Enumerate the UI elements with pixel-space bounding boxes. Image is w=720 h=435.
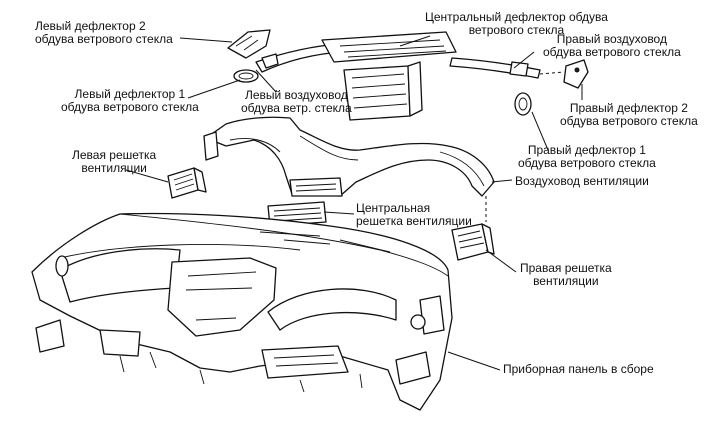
- instrument-panel-assembly: [31, 212, 453, 411]
- label-left-windshield-deflector-1: Левый дефлектор 1 обдува ветрового стекл…: [61, 88, 199, 114]
- label-line: вентиляции: [533, 274, 599, 288]
- label-line: решетка вентиляции: [356, 214, 472, 228]
- label-line: Правый воздуховод: [556, 32, 667, 46]
- label-line: обдува ветрового стекла: [518, 156, 656, 170]
- left-windshield-deflector-1: [233, 69, 259, 83]
- label-line: Левая решетка: [72, 148, 157, 162]
- label-line: Левый дефлектор 1: [74, 87, 186, 101]
- label-line: Воздуховод вентиляции: [515, 174, 649, 188]
- label-line: обдува ветрового стекла: [35, 32, 173, 46]
- label-line: Левый воздуховод: [244, 88, 348, 102]
- label-right-windshield-deflector-2: Правый дефлектор 2 обдува ветрового стек…: [560, 102, 698, 128]
- left-vent-grille: [167, 167, 207, 199]
- label-line: обдува ветрового стекла: [61, 100, 199, 114]
- label-center-vent-grille: Центральная решетка вентиляции: [356, 202, 472, 228]
- right-vent-grille: [451, 223, 495, 261]
- right-windshield-duct: [449, 57, 541, 79]
- label-line: Центральная: [356, 201, 431, 215]
- center-windshield-deflector: [321, 31, 457, 121]
- label-line: обдува ветрового стекла: [560, 114, 698, 128]
- label-line: Правый дефлектор 1: [527, 143, 646, 157]
- label-center-windshield-deflector: Центральный дефлектор обдува ветрового с…: [425, 11, 608, 37]
- label-line: Центральный дефлектор обдува: [425, 10, 608, 24]
- left-windshield-deflector-2: [227, 29, 271, 59]
- label-line: обдува ветр. стекла: [241, 101, 352, 115]
- label-line: Левый дефлектор 2: [35, 19, 146, 33]
- label-ventilation-duct: Воздуховод вентиляции: [515, 175, 649, 188]
- label-line: Правый дефлектор 2: [569, 101, 688, 115]
- label-left-vent-grille: Левая решетка вентиляции: [72, 149, 156, 175]
- label-left-windshield-deflector-2: Левый дефлектор 2 обдува ветрового стекл…: [35, 20, 173, 46]
- label-line: ветрового стекла: [468, 23, 565, 37]
- label-left-windshield-duct: Левый воздуховод обдува ветр. стекла: [241, 89, 352, 115]
- label-line: Правая решетка: [520, 261, 612, 275]
- label-line: обдува ветрового стекла: [543, 45, 681, 59]
- label-line: вентиляции: [81, 161, 147, 175]
- label-right-windshield-duct: Правый воздуховод обдува ветрового стекл…: [543, 33, 681, 59]
- label-right-vent-grille: Правая решетка вентиляции: [520, 262, 612, 288]
- leader-lines: [125, 35, 583, 371]
- label-right-windshield-deflector-1: Правый дефлектор 1 обдува ветрового стек…: [518, 144, 656, 170]
- label-line: Приборная панель в сборе: [503, 362, 654, 376]
- right-windshield-deflector-1: [514, 92, 532, 116]
- right-windshield-deflector-2: [563, 59, 589, 89]
- label-instrument-panel-assembly: Приборная панель в сборе: [503, 363, 654, 376]
- ventilation-duct: [203, 116, 495, 197]
